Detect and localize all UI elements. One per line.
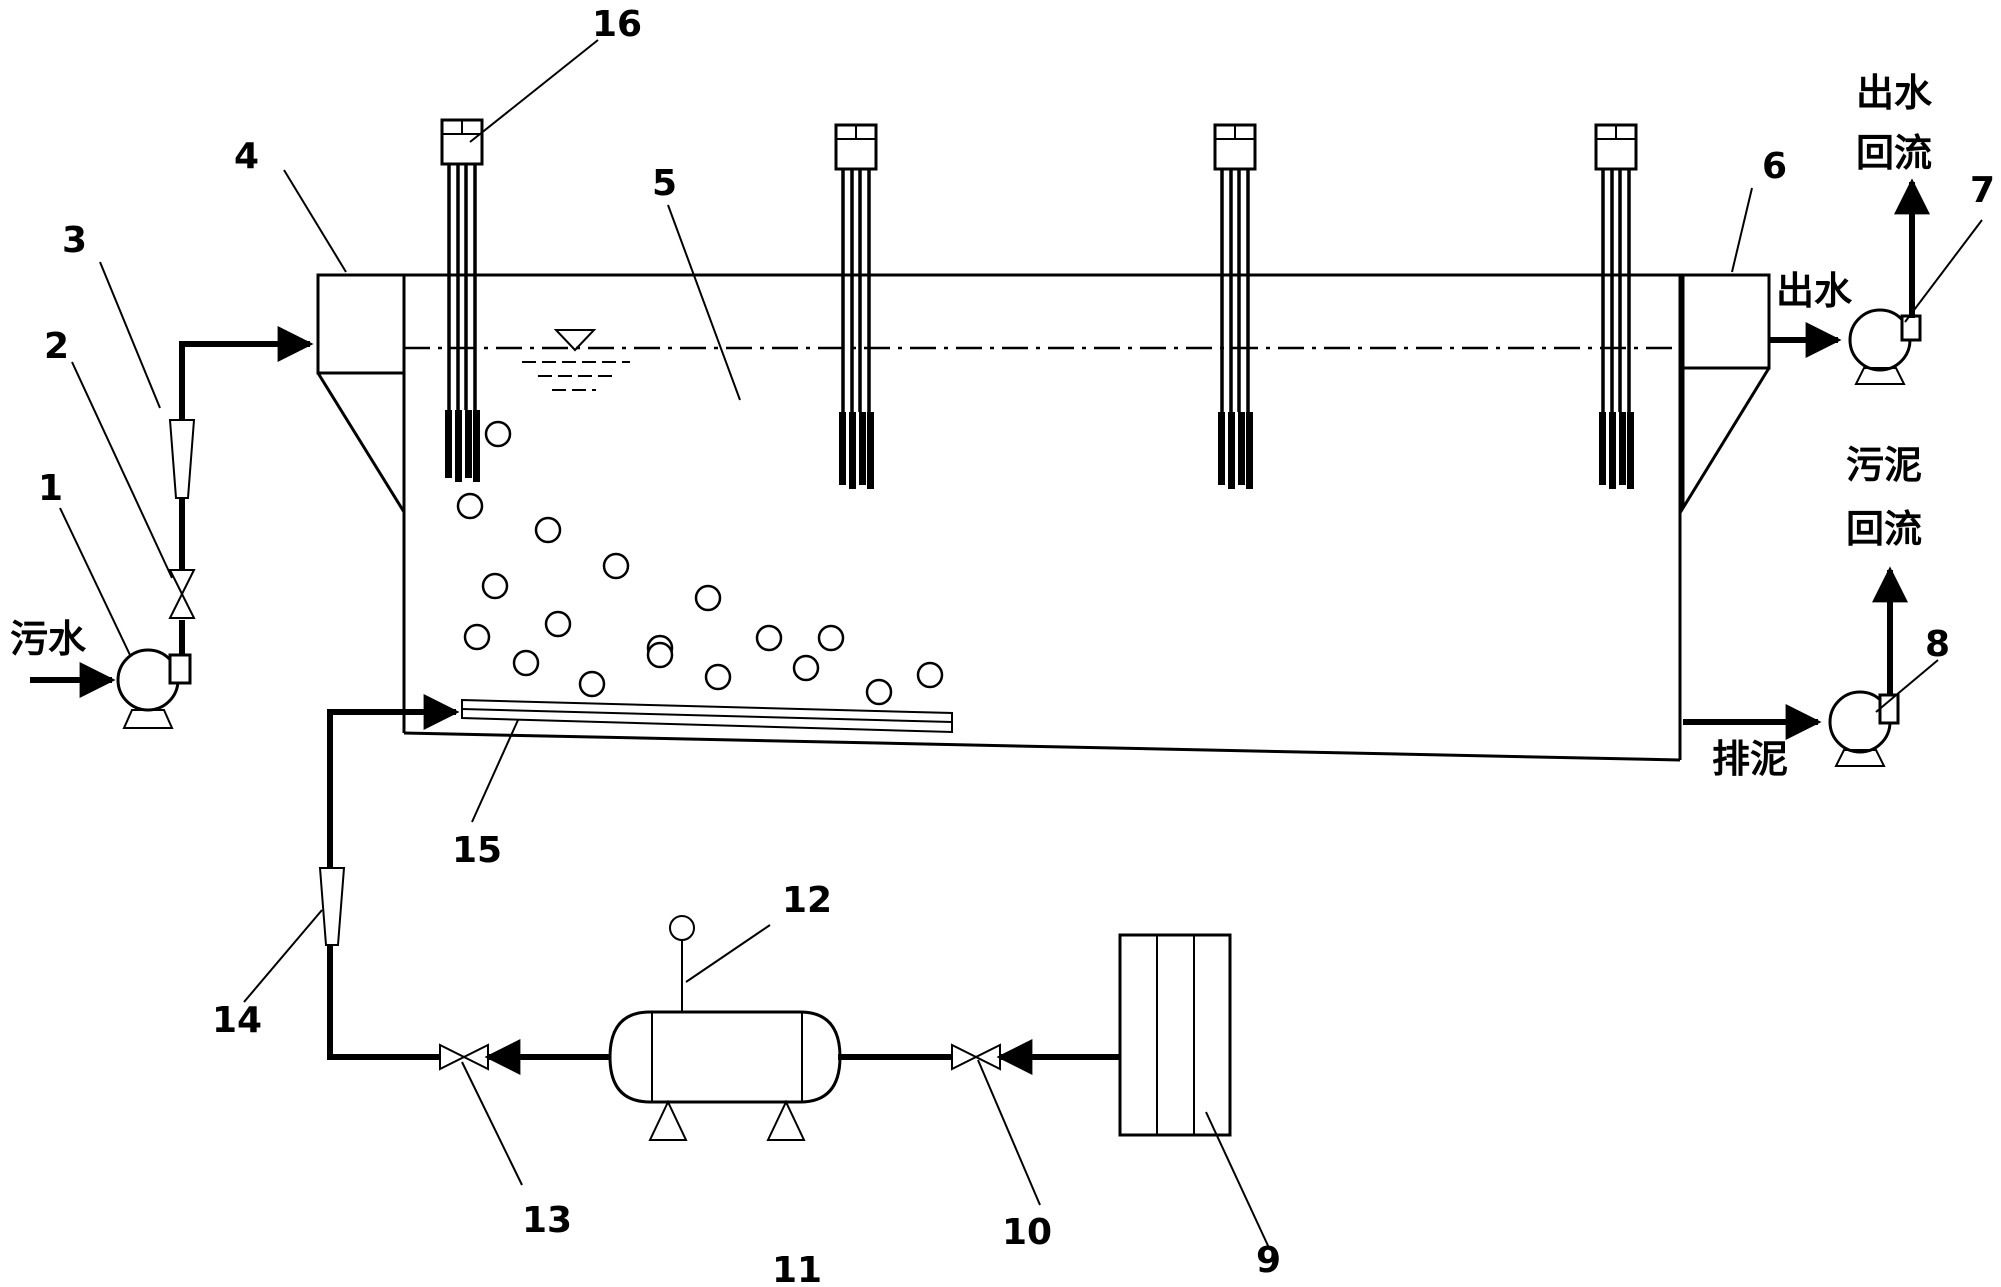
air-bubble — [704, 663, 732, 691]
air-bubble — [694, 584, 722, 612]
label-5: 5 — [652, 163, 677, 204]
electrode-assembly — [1594, 123, 1638, 489]
air-bubble — [534, 516, 562, 544]
label-10: 10 — [1002, 1212, 1052, 1253]
air-bubbles — [456, 420, 944, 706]
air-flowmeter — [318, 867, 346, 946]
label-4: 4 — [234, 136, 259, 177]
electrode-assembly — [1213, 123, 1257, 489]
sludge-discharge-label: 排泥 — [1712, 737, 1788, 781]
label-7: 7 — [1970, 170, 1995, 211]
inlet-flowmeter — [168, 419, 196, 499]
label-12: 12 — [782, 880, 832, 921]
label-1: 1 — [38, 468, 63, 509]
air-bubble — [512, 649, 540, 677]
label-3: 3 — [62, 220, 87, 261]
label-6: 6 — [1762, 146, 1787, 187]
air-bubble — [916, 661, 944, 689]
leader-lines — [59, 39, 1983, 1251]
label-15: 15 — [452, 830, 502, 871]
effluent-label: 出水 — [1776, 269, 1853, 313]
effluent-return-line2: 回流 — [1856, 131, 1932, 175]
label-13: 13 — [522, 1200, 572, 1241]
inlet-box — [316, 273, 406, 518]
air-bubble — [481, 572, 509, 600]
air-valve-10 — [951, 1043, 1001, 1071]
label-16: 16 — [592, 4, 642, 45]
label-8: 8 — [1925, 624, 1950, 665]
air-storage-tank — [608, 1010, 842, 1141]
aerator-pipe — [461, 698, 953, 734]
sludge-return-line2: 回流 — [1846, 507, 1922, 551]
air-bubble — [817, 624, 845, 652]
outlet-box — [1681, 273, 1771, 514]
label-11: 11 — [772, 1250, 822, 1287]
water-level-symbol — [522, 329, 630, 391]
sludge-return-line1: 污泥 — [1846, 443, 1922, 487]
air-bubble — [578, 670, 606, 698]
air-bubble — [484, 420, 512, 448]
air-bubble — [865, 678, 893, 706]
pressure-gauge — [669, 915, 695, 1012]
air-bubble — [602, 552, 630, 580]
air-bubble — [544, 610, 572, 638]
label-9: 9 — [1256, 1240, 1281, 1281]
electrode-assembly — [834, 123, 878, 489]
electrode-assemblies — [440, 118, 1638, 489]
electrode-assembly — [440, 118, 484, 482]
air-compressor — [1118, 933, 1232, 1137]
effluent-pump — [1848, 308, 1922, 385]
air-bubble — [456, 492, 484, 520]
air-bubble — [755, 624, 783, 652]
sewage-label: 污水 — [10, 617, 87, 661]
air-bubble — [463, 623, 491, 651]
effluent-return-line1: 出水 — [1856, 71, 1933, 115]
inlet-valve — [168, 569, 196, 619]
air-bubble — [646, 641, 674, 669]
inlet-pump — [116, 648, 192, 729]
label-2: 2 — [44, 326, 69, 367]
label-14: 14 — [212, 1000, 262, 1041]
air-bubble — [792, 654, 820, 682]
